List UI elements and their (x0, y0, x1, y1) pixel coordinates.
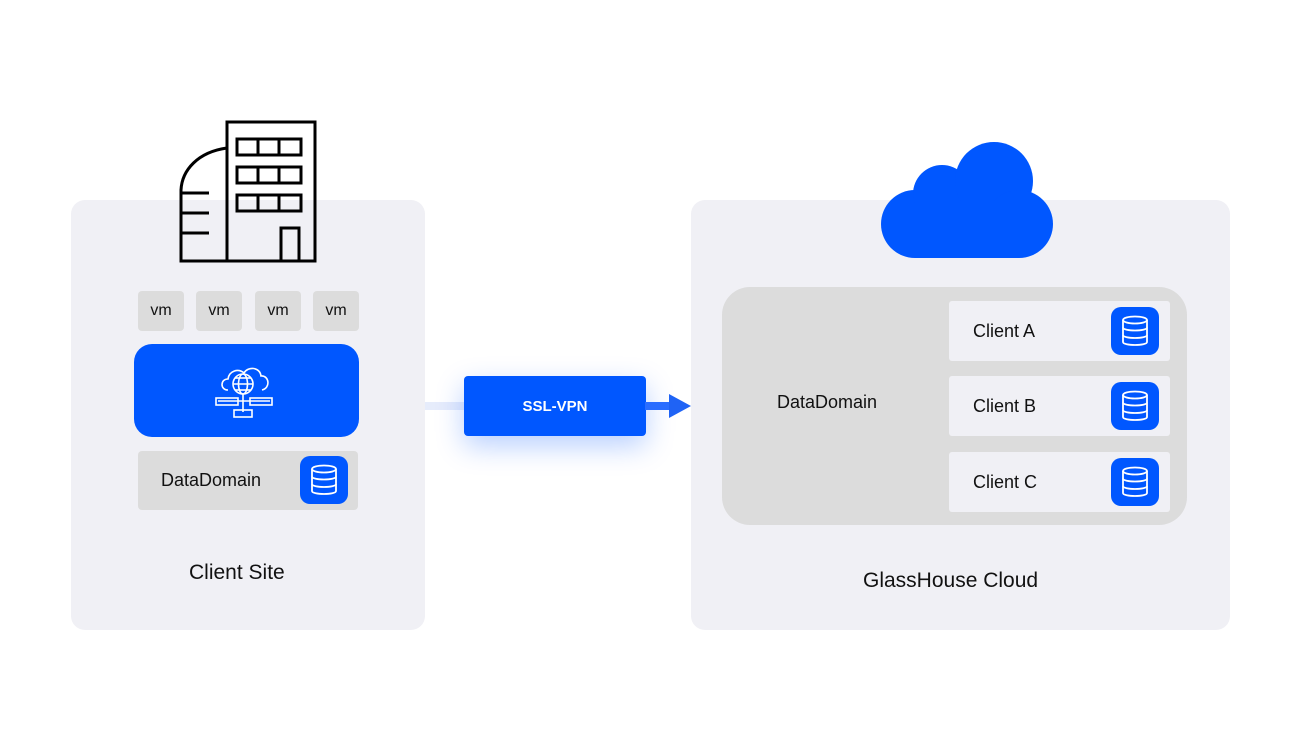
database-icon (1111, 307, 1159, 355)
ssl-vpn-tunnel: SSL-VPN (464, 376, 646, 436)
database-icon (1111, 458, 1159, 506)
vm-label: vm (150, 302, 172, 319)
client-datadomain: DataDomain (138, 451, 358, 510)
cloud-icon (881, 142, 1053, 258)
arrow-right-icon (645, 394, 691, 418)
cloud-network-icon (215, 367, 273, 418)
database-icon (1111, 382, 1159, 430)
connection-line (425, 402, 465, 410)
client-label: Client C (973, 471, 1038, 492)
vm-box-2: vm (196, 291, 242, 331)
vm-box-4: vm (313, 291, 359, 331)
database-icon (300, 456, 348, 504)
vm-box-1: vm (138, 291, 184, 331)
vm-label: vm (208, 302, 230, 319)
client-row-c: Client C (949, 452, 1170, 512)
cloud-site-label: GlassHouse Cloud (863, 569, 1039, 592)
cloud-datadomain-label: DataDomain (777, 392, 878, 412)
client-row-b: Client B (949, 376, 1170, 436)
vpn-label: SSL-VPN (522, 397, 588, 415)
vm-box-3: vm (255, 291, 301, 331)
client-label: Client B (973, 395, 1037, 416)
vm-label: vm (267, 302, 289, 319)
network-gateway (134, 344, 359, 437)
client-label: Client A (973, 320, 1036, 341)
client-site-label: Client Site (189, 561, 285, 584)
datadomain-label: DataDomain (161, 470, 262, 490)
vm-label: vm (325, 302, 347, 319)
client-row-a: Client A (949, 301, 1170, 361)
building-icon (179, 120, 317, 263)
